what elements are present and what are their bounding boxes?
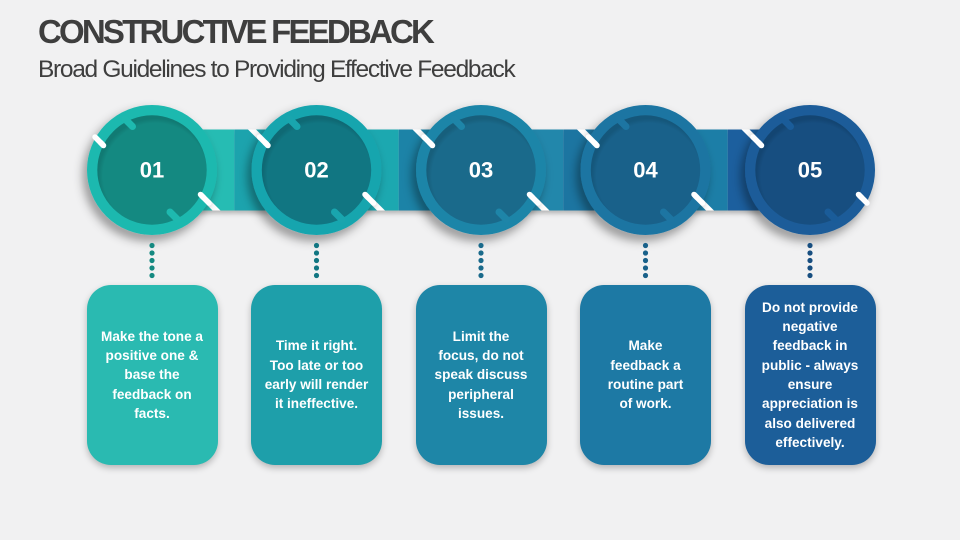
svg-text:03: 03 xyxy=(469,158,493,183)
svg-text:02: 02 xyxy=(304,158,328,183)
svg-text:01: 01 xyxy=(140,158,164,183)
svg-text:04: 04 xyxy=(633,158,658,183)
svg-text:05: 05 xyxy=(798,158,822,183)
